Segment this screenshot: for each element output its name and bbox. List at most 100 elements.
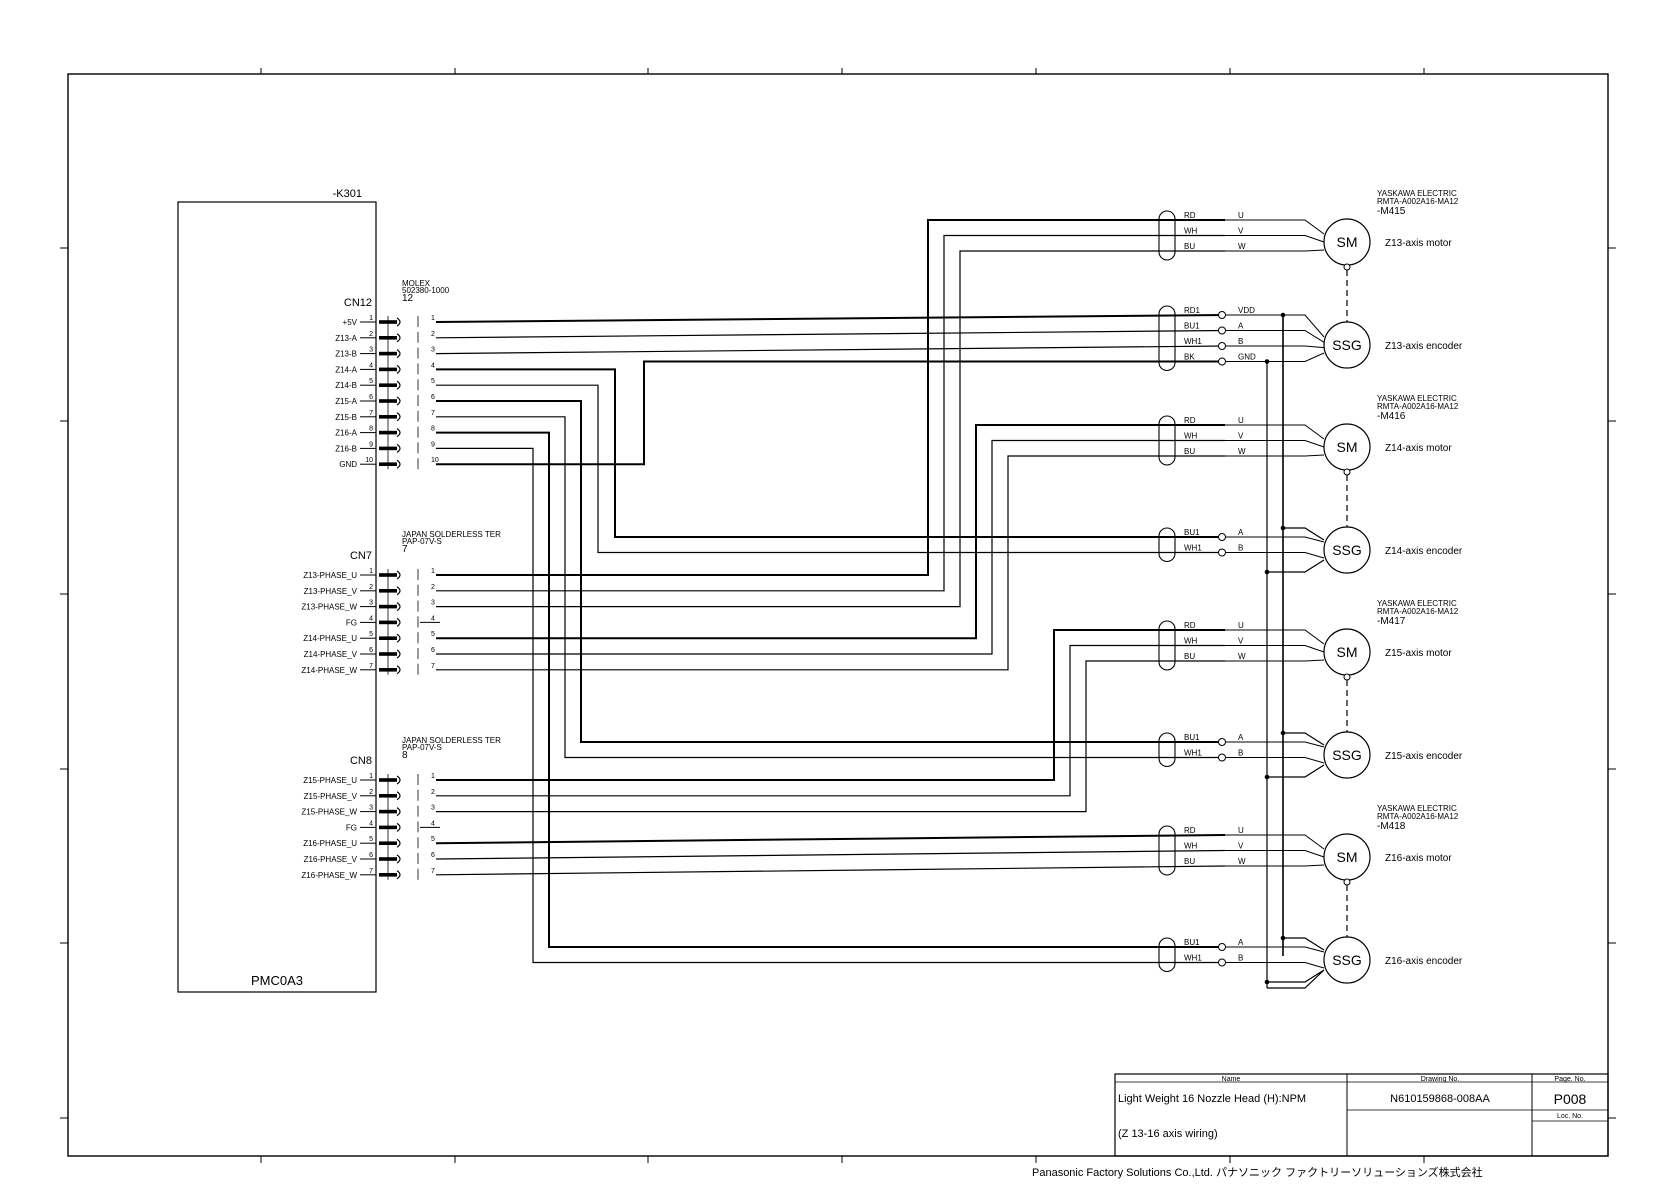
pin-signal: Z14-PHASE_W: [301, 666, 357, 675]
pin-signal: Z14-A: [335, 365, 357, 374]
cable-bundle: [1158, 620, 1176, 671]
pin-signal: +5V: [343, 318, 358, 327]
wire-color: BU1: [1184, 733, 1200, 742]
pin-number-right: 9: [431, 441, 435, 448]
pin-number-right: 10: [431, 457, 439, 464]
pin-receptacle: [396, 396, 401, 406]
pin-receptacle: [396, 412, 401, 422]
wire-terminal: W: [1238, 242, 1246, 251]
wire-terminal: U: [1238, 621, 1244, 630]
pin-receptacle: [396, 791, 401, 801]
wire: [435, 865, 1226, 876]
wire: [436, 660, 1225, 813]
pin-receptacle: [396, 617, 401, 627]
device-label: Z15-axis motor: [1385, 648, 1452, 659]
pin-number-left: 10: [365, 457, 373, 464]
wire-terminal: GND: [1238, 353, 1256, 362]
shaft-connection: [1343, 878, 1351, 886]
pin-number-right: 3: [431, 347, 435, 354]
pin-signal: GND: [339, 460, 357, 469]
connector-count: 7: [402, 544, 408, 555]
wire: [435, 314, 1226, 323]
device-lead: [1225, 249, 1325, 252]
pin-number-left: 7: [369, 868, 373, 875]
device-symbol: SSG: [1332, 952, 1362, 968]
pin-number-right: 5: [431, 378, 435, 385]
pin-receptacle: [396, 822, 401, 832]
terminal-point: [1218, 738, 1226, 746]
connector-count: 12: [402, 293, 414, 304]
pin-number-right: 3: [431, 600, 435, 607]
vdd-lead: [1283, 527, 1325, 541]
pin-number-right: 1: [431, 315, 435, 322]
pin-number-right: 1: [431, 568, 435, 575]
device-label: Z16-axis encoder: [1385, 956, 1463, 967]
pin-number-right: 3: [431, 805, 435, 812]
connector-count: 8: [402, 750, 408, 761]
device-lead: [1225, 659, 1325, 662]
pin-receptacle: [396, 665, 401, 675]
pin-receptacle: [396, 428, 401, 438]
wire-terminal: U: [1238, 416, 1244, 425]
wire: [436, 424, 1225, 640]
wire-color: BK: [1184, 353, 1195, 362]
device-symbol: SSG: [1332, 747, 1362, 763]
pin-receptacle: [396, 633, 401, 643]
pin-number-right: 7: [431, 410, 435, 417]
pin-number-left: 7: [369, 663, 373, 670]
pin-signal: Z13-PHASE_V: [304, 587, 358, 596]
gnd-lead: [1267, 559, 1325, 573]
wire: [436, 455, 1225, 671]
device-lead: [1225, 424, 1325, 440]
wire-terminal: W: [1238, 652, 1246, 661]
controller-name: PMC0A3: [251, 973, 303, 988]
wire-terminal: B: [1238, 749, 1243, 758]
wire: [436, 360, 1225, 466]
device-lead: [1225, 946, 1325, 953]
pin-number-right: 4: [431, 820, 435, 827]
device-maker: YASKAWA ELECTRIC: [1377, 394, 1457, 403]
wire-color: BU: [1184, 652, 1195, 661]
device-lead: [1225, 219, 1325, 235]
pin-receptacle: [396, 459, 401, 469]
device-lead: [1225, 235, 1325, 243]
terminal-point: [1218, 342, 1226, 350]
connector-maker: JAPAN SOLDERLESS TER: [402, 736, 501, 745]
vdd-lead: [1283, 937, 1325, 951]
wire-terminal: U: [1238, 826, 1244, 835]
device-label: Z16-axis motor: [1385, 853, 1452, 864]
drawing-name-line2: (Z 13-16 axis wiring): [1118, 1128, 1218, 1140]
wire: [436, 629, 1225, 781]
wire: [436, 644, 1225, 797]
connector-part: 502380-1000: [402, 286, 450, 295]
pin-signal: Z15-PHASE_U: [303, 776, 357, 785]
pin-number-right: 2: [431, 789, 435, 796]
pin-number-left: 5: [369, 631, 373, 638]
pin-number-left: 6: [369, 852, 373, 859]
wire-color: BU: [1184, 857, 1195, 866]
title-block: Name Light Weight 16 Nozzle Head (H):NPM…: [1114, 1073, 1609, 1157]
device-symbol: SM: [1337, 234, 1358, 250]
pin-number-right: 7: [431, 663, 435, 670]
wire-color: BU1: [1184, 322, 1200, 331]
wire-terminal: B: [1238, 544, 1243, 553]
device-lead: [1225, 864, 1325, 867]
device-label: Z14-axis encoder: [1385, 546, 1463, 557]
cable-bundle: [1158, 415, 1176, 466]
controller-ref: -K301: [333, 188, 362, 200]
wire: [435, 345, 1226, 355]
wire: [435, 849, 1226, 860]
pin-number-right: 2: [431, 331, 435, 338]
pin-number-left: 5: [369, 836, 373, 843]
pin-number-right: 2: [431, 584, 435, 591]
wire-terminal: A: [1238, 733, 1244, 742]
wire-terminal: B: [1238, 337, 1243, 346]
pin-signal: Z16-B: [335, 444, 357, 453]
device-symbol: SSG: [1332, 337, 1362, 353]
device-lead: [1225, 850, 1325, 858]
device-lead: [1225, 741, 1325, 748]
frame-ticks: [60, 68, 1616, 1163]
